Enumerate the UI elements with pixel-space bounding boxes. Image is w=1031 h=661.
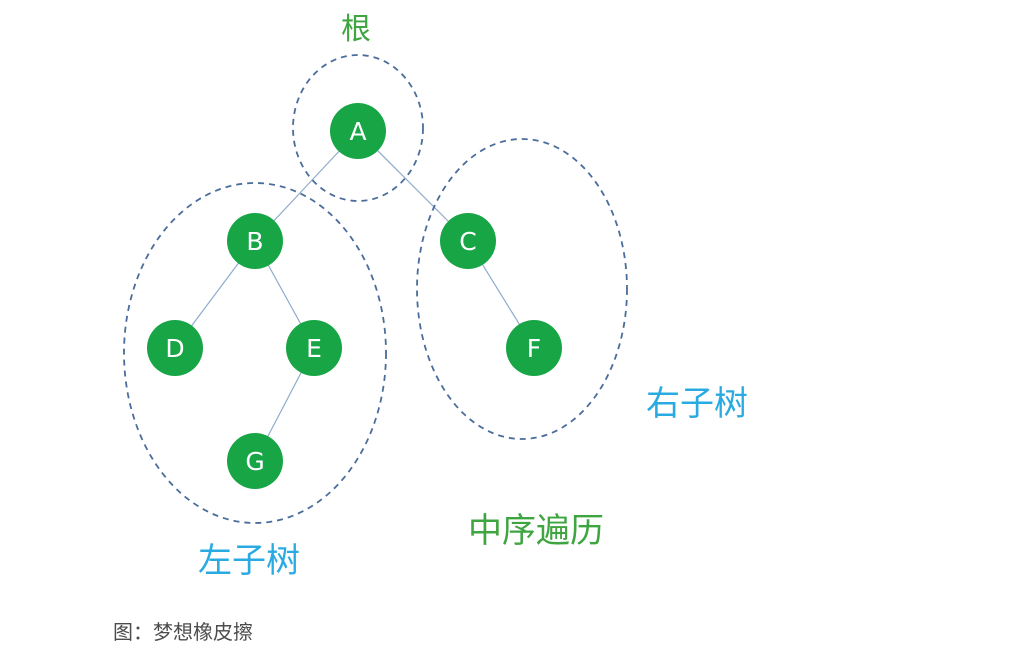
figure-caption: 图：梦想橡皮擦 xyxy=(113,620,253,644)
inorder-traversal-label: 中序遍历 xyxy=(468,511,604,551)
tree-node-d: D xyxy=(147,320,203,376)
tree-node-e: E xyxy=(286,320,342,376)
left-subtree-label: 左子树 xyxy=(198,541,300,581)
tree-node-f: F xyxy=(506,320,562,376)
right-subtree-ellipse xyxy=(416,138,628,440)
root-ellipse xyxy=(292,54,424,202)
right-subtree-label: 右子树 xyxy=(646,384,748,424)
tree-node-b: B xyxy=(227,213,283,269)
tree-node-c: C xyxy=(440,213,496,269)
root-label: 根 xyxy=(341,12,371,47)
tree-node-a: A xyxy=(330,103,386,159)
tree-node-g: G xyxy=(227,433,283,489)
left-subtree-ellipse xyxy=(123,182,387,524)
